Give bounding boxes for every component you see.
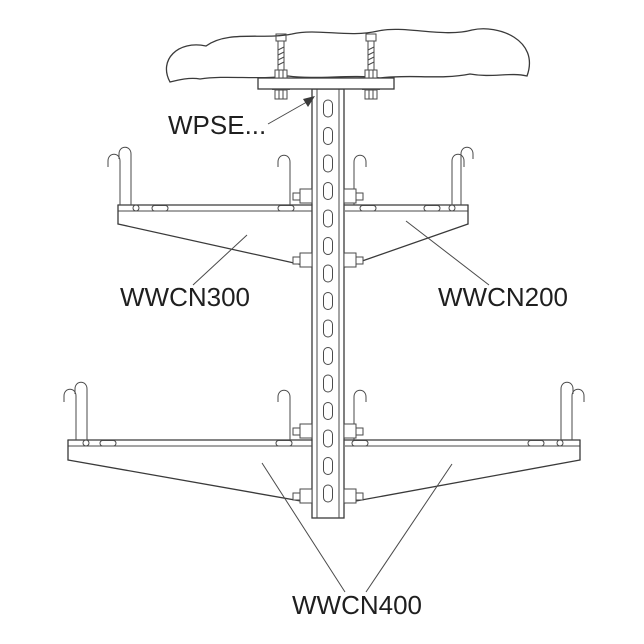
- channel-bolts-lower: [292, 423, 364, 504]
- label-wpse: WPSE...: [168, 110, 266, 140]
- flange-slot: [423, 205, 441, 212]
- channel-slots: [323, 99, 333, 503]
- leader-wwcn200: [405, 220, 490, 286]
- leader-wwcn300: [192, 234, 248, 286]
- ceiling-outline: [165, 28, 530, 83]
- tray-hooks-outer-right-lower: [560, 381, 585, 440]
- leader-wpse: [267, 98, 313, 125]
- leader-wpse-arrowhead: [303, 96, 315, 107]
- support-channel: [311, 88, 345, 519]
- tray-hook-inner-left-lower: [277, 389, 291, 440]
- bracket-wwcn200: [344, 146, 474, 268]
- bracket-wwcn300: [107, 146, 313, 268]
- flange-slot: [277, 205, 295, 212]
- tray-hooks-outer-right-upper: [451, 146, 474, 205]
- flange-slot: [99, 440, 117, 447]
- flange-hole: [132, 204, 140, 212]
- channel-bolts-upper: [292, 188, 364, 268]
- tray-hook-inner-right-upper: [353, 154, 367, 205]
- flange-hole: [82, 439, 90, 447]
- mounting-plate: [257, 77, 395, 90]
- anchor-rod-left: [272, 33, 290, 100]
- leader-wwcn400-right: [365, 463, 453, 593]
- tray-hooks-outer-left-lower: [63, 381, 88, 440]
- tray-hooks-outer-left-upper: [107, 146, 132, 205]
- tray-hook-inner-left-upper: [277, 154, 291, 205]
- tray-hook-inner-right-lower: [353, 389, 367, 440]
- flange-hole: [556, 439, 564, 447]
- label-wwcn200: WWCN200: [438, 282, 568, 312]
- flange-slot: [351, 440, 369, 447]
- flange-slot: [527, 440, 545, 447]
- flange-slot: [275, 440, 293, 447]
- flange-slot: [359, 205, 377, 212]
- label-wwcn300: WWCN300: [120, 282, 250, 312]
- leader-lines: [192, 96, 490, 593]
- bracket-wwcn400-right: [344, 381, 585, 504]
- bracket-wwcn400-left: [63, 381, 313, 504]
- flange-slot: [151, 205, 169, 212]
- leader-wwcn400-left: [261, 462, 346, 593]
- label-wwcn400: WWCN400: [292, 590, 422, 620]
- flange-hole: [448, 204, 456, 212]
- anchor-rod-right: [362, 33, 380, 100]
